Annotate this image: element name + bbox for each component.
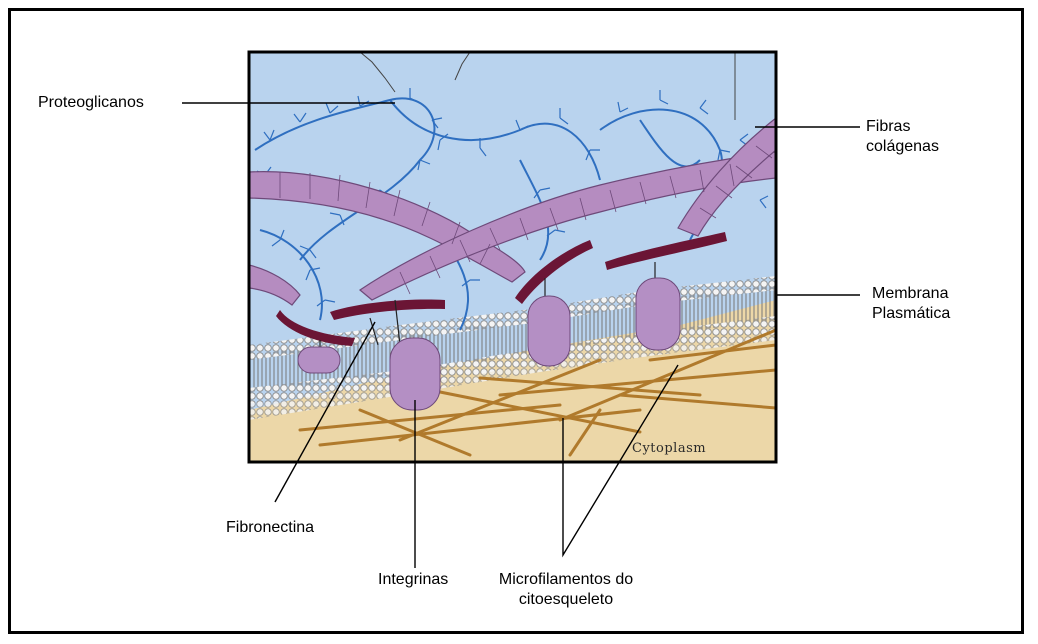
label-membrana-plasmatica: Membrana Plasmática: [872, 284, 950, 324]
integrin: [298, 347, 340, 373]
integrin: [636, 278, 680, 350]
label-microfilamentos: Microfilamentos do citoesqueleto: [488, 570, 644, 610]
integrin: [528, 296, 570, 366]
integrin: [390, 338, 440, 410]
label-fibras-colagenas: Fibras colágenas: [866, 117, 939, 157]
label-integrinas: Integrinas: [378, 570, 448, 590]
illustration-panel: Cytoplasm: [249, 52, 776, 462]
label-fibronectina: Fibronectina: [226, 518, 314, 538]
label-fibras-line2: colágenas: [866, 137, 939, 157]
label-fibras-line1: Fibras: [866, 117, 939, 137]
label-membrana-line2: Plasmática: [872, 304, 950, 324]
label-proteoglicanos: Proteoglicanos: [38, 93, 144, 113]
label-microfilamentos-line1: Microfilamentos do: [488, 570, 644, 590]
label-microfilamentos-line2: citoesqueleto: [488, 590, 644, 610]
cytoplasm-label: Cytoplasm: [632, 441, 706, 456]
label-membrana-line1: Membrana: [872, 284, 950, 304]
